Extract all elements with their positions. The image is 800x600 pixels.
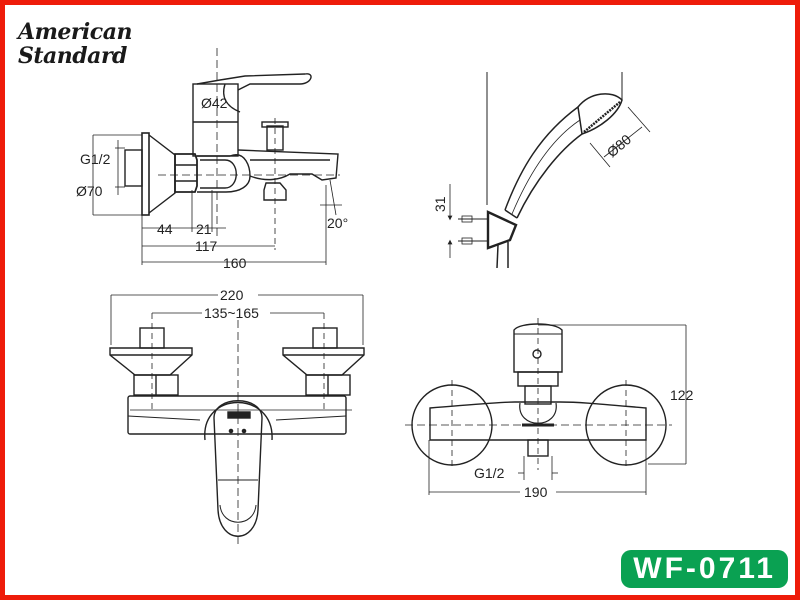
label-handle-diameter: Ø42 (201, 95, 228, 111)
front-view-labels: 220 135~165 (204, 287, 259, 321)
label-dim-44: 44 (157, 221, 173, 237)
side-view-labels: Ø42 G1/2 Ø70 44 21 117 160 20° (76, 95, 348, 271)
front-view (109, 294, 365, 548)
label-dim-160: 160 (223, 255, 247, 271)
label-head-diameter: Ø80 (604, 131, 635, 160)
brand-line-1: American (18, 19, 132, 45)
label-top-thread: G1/2 (474, 465, 505, 481)
label-dim-21: 21 (196, 221, 212, 237)
label-overall-width: 220 (220, 287, 244, 303)
top-view (405, 318, 687, 495)
label-top-width: 190 (524, 484, 548, 500)
top-view-labels: 122 G1/2 190 (474, 387, 694, 500)
brand-logo: American Standard (18, 20, 132, 68)
label-dim-117: 117 (195, 238, 218, 254)
hand-shower-view (447, 72, 651, 269)
model-code-badge: WF-0711 (621, 550, 788, 588)
label-centers-range: 135~165 (204, 305, 259, 321)
label-side-thread: G1/2 (80, 151, 111, 167)
label-spout-angle: 20° (327, 215, 348, 231)
label-flange-diameter: Ø70 (76, 183, 103, 199)
label-holder-spacing: 31 (432, 196, 448, 212)
label-height: 122 (670, 387, 694, 403)
side-view (92, 48, 342, 265)
brand-line-2: Standard (18, 43, 127, 69)
